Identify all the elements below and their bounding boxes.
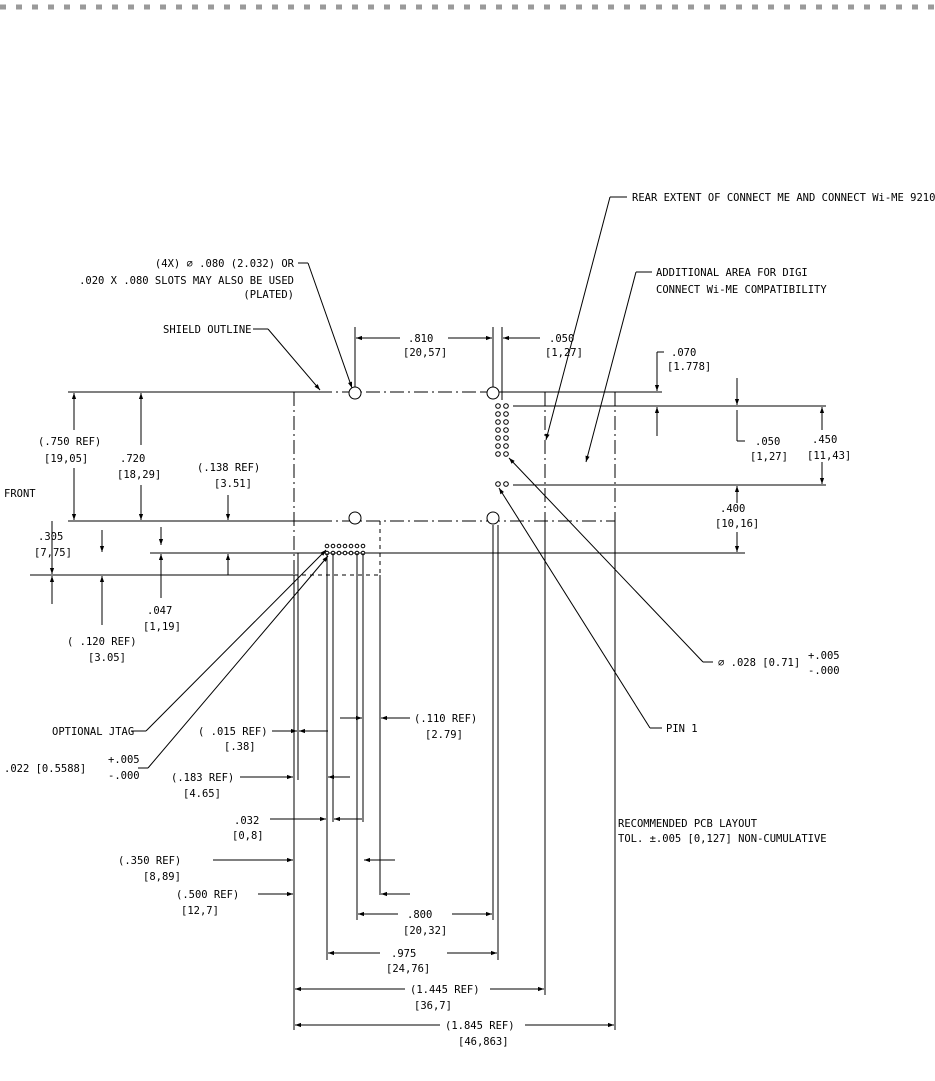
svg-text:[8,89]: [8,89]: [143, 871, 181, 883]
pin-pad-size: ∅ .028 [0.71]: [718, 657, 800, 669]
svg-text:[18,29]: [18,29]: [117, 469, 161, 481]
svg-text:[1,27]: [1,27]: [545, 347, 583, 359]
svg-text:.800: .800: [407, 909, 432, 921]
dim-810: .810 [20,57]: [403, 333, 447, 359]
dim-183-ref: (.183 REF) [4.65]: [171, 772, 234, 800]
dim-400: .400 [10,16]: [715, 503, 759, 530]
mounting-holes: [348, 386, 500, 525]
svg-text:[0,8]: [0,8]: [232, 830, 264, 842]
svg-text:[4.65]: [4.65]: [183, 788, 221, 800]
dim-450: .450 [11,43]: [807, 434, 851, 462]
svg-text:[20,32]: [20,32]: [403, 925, 447, 937]
svg-text:[7,75]: [7,75]: [34, 547, 72, 559]
svg-text:[36,7]: [36,7]: [414, 1000, 452, 1012]
svg-text:(1.445 REF): (1.445 REF): [410, 984, 480, 996]
jtag-tol-plus: +.005: [108, 754, 140, 766]
jtag-pads: [324, 543, 366, 556]
svg-text:(.750 REF): (.750 REF): [38, 436, 101, 448]
dim-070: .070 [1.778]: [667, 347, 711, 373]
svg-text:.305: .305: [38, 531, 63, 543]
dim-120-ref: ( .120 REF) [3.05]: [67, 636, 137, 664]
pin-tol-minus: -.000: [808, 665, 840, 677]
dim-050-top: .050 [1,27]: [545, 333, 583, 359]
additional-area-label-2: CONNECT Wi-ME COMPATIBILITY: [656, 284, 827, 296]
svg-text:.047: .047: [147, 605, 172, 617]
rear-extent-label: REAR EXTENT OF CONNECT ME AND CONNECT Wi…: [632, 192, 935, 204]
svg-text:[11,43]: [11,43]: [807, 450, 851, 462]
svg-text:( .015 REF): ( .015 REF): [198, 726, 268, 738]
svg-text:.050: .050: [755, 436, 780, 448]
tolerance-label: TOL. ±.005 [0,127] NON-CUMULATIVE: [618, 833, 827, 845]
svg-text:.050: .050: [549, 333, 574, 345]
footprint-outlines: [30, 391, 826, 576]
svg-text:.810: .810: [408, 333, 433, 345]
recommended-layout-label: RECOMMENDED PCB LAYOUT: [618, 818, 758, 830]
shield-outline-label: SHIELD OUTLINE: [163, 324, 252, 336]
dim-050-right: .050 [1,27]: [750, 436, 788, 463]
dim-500-ref: (.500 REF) [12,7]: [176, 889, 239, 917]
svg-text:[24,76]: [24,76]: [386, 963, 430, 975]
dim-750-ref: (.750 REF) [19,05]: [38, 436, 101, 465]
svg-text:(.350 REF): (.350 REF): [118, 855, 181, 867]
svg-text:( .120 REF): ( .120 REF): [67, 636, 137, 648]
svg-text:[1,19]: [1,19]: [143, 621, 181, 633]
svg-text:[20,57]: [20,57]: [403, 347, 447, 359]
dim-015-ref: ( .015 REF) [.38]: [198, 726, 268, 753]
connector-pads: [495, 403, 509, 487]
dim-350-ref: (.350 REF) [8,89]: [118, 855, 181, 883]
dim-305: .305 [7,75]: [34, 531, 72, 559]
svg-text:[3.05]: [3.05]: [88, 652, 126, 664]
dim-1845-ref: (1.845 REF) [46,863]: [445, 1020, 515, 1048]
front-label: FRONT: [4, 488, 36, 500]
svg-text:[2.79]: [2.79]: [425, 729, 463, 741]
dim-800: .800 [20,32]: [403, 909, 447, 937]
svg-text:(.500 REF): (.500 REF): [176, 889, 239, 901]
svg-text:[1.778]: [1.778]: [667, 361, 711, 373]
pin-tol-plus: +.005: [808, 650, 840, 662]
svg-text:(1.845 REF): (1.845 REF): [445, 1020, 515, 1032]
dimension-lines: [49, 327, 825, 1030]
dim-047: .047 [1,19]: [143, 605, 181, 633]
dim-032: .032 [0,8]: [232, 815, 264, 842]
dim-110-ref: (.110 REF) [2.79]: [414, 713, 477, 741]
holes-note-1: (4X) ∅ .080 (2.032) OR: [155, 258, 295, 270]
dim-720: .720 [18,29]: [117, 453, 161, 481]
holes-note-3: (PLATED): [243, 289, 294, 301]
svg-text:.400: .400: [720, 503, 745, 515]
svg-text:.975: .975: [391, 948, 416, 960]
svg-text:(.110 REF): (.110 REF): [414, 713, 477, 725]
svg-text:.070: .070: [671, 347, 696, 359]
svg-text:[1,27]: [1,27]: [750, 451, 788, 463]
optional-jtag-label: OPTIONAL JTAG: [52, 726, 134, 738]
svg-text:[10,16]: [10,16]: [715, 518, 759, 530]
svg-text:[19,05]: [19,05]: [44, 453, 88, 465]
jtag-pad-size: .022 [0.5588]: [4, 763, 86, 775]
jtag-tol-minus: -.000: [108, 770, 140, 782]
svg-text:[12,7]: [12,7]: [181, 905, 219, 917]
svg-text:[.38]: [.38]: [224, 741, 256, 753]
svg-text:(.138 REF): (.138 REF): [197, 462, 260, 474]
svg-text:.450: .450: [812, 434, 837, 446]
svg-text:(.183 REF): (.183 REF): [171, 772, 234, 784]
pin1-label: PIN 1: [666, 723, 698, 735]
svg-text:[46,863]: [46,863]: [458, 1036, 509, 1048]
dim-138-ref: (.138 REF) [3.51]: [197, 462, 260, 490]
dim-1445-ref: (1.445 REF) [36,7]: [410, 984, 480, 1012]
svg-text:.032: .032: [234, 815, 259, 827]
svg-text:.720: .720: [120, 453, 145, 465]
holes-note-2: .020 X .080 SLOTS MAY ALSO BE USED: [79, 275, 294, 287]
svg-text:[3.51]: [3.51]: [214, 478, 252, 490]
dim-975: .975 [24,76]: [386, 948, 430, 975]
leader-lines: [131, 196, 713, 769]
additional-area-label: ADDITIONAL AREA FOR DIGI: [656, 267, 808, 279]
